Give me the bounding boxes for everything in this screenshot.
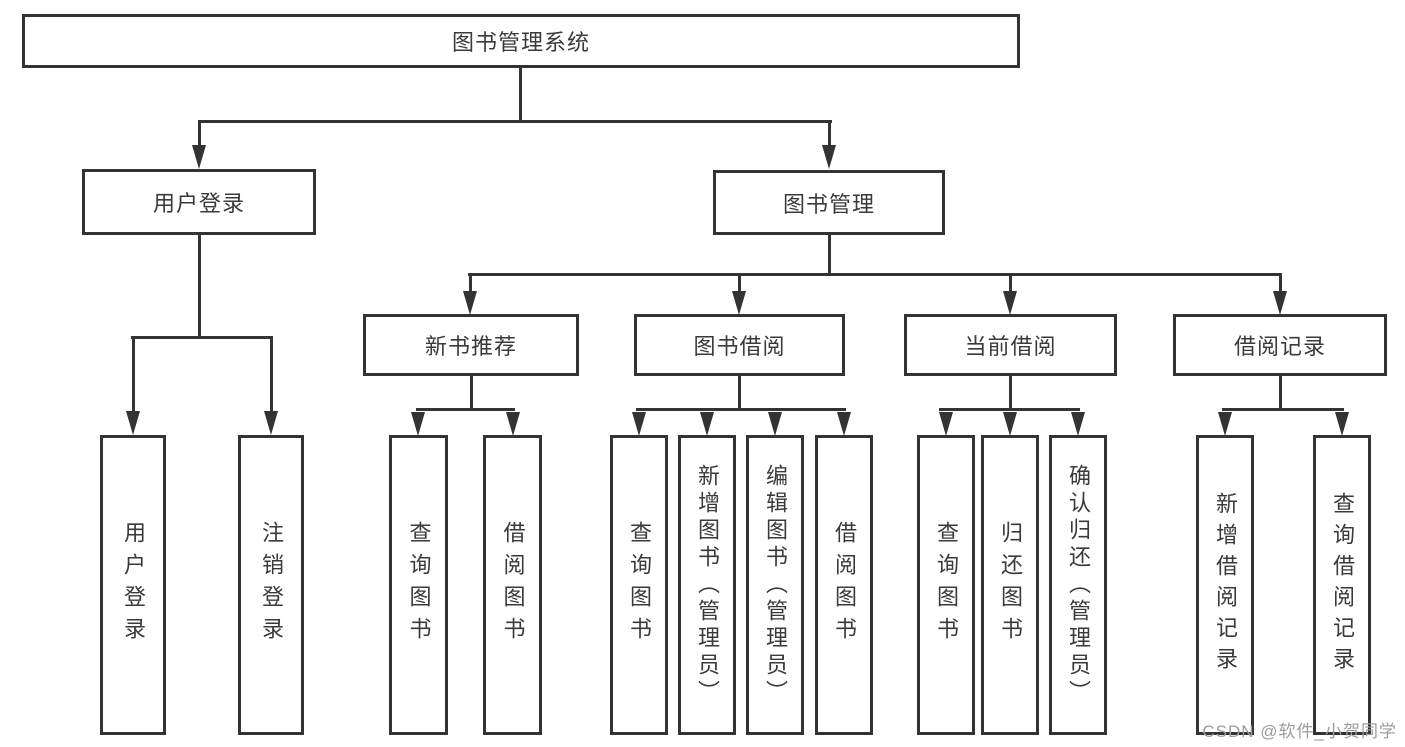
connector-line bbox=[1279, 273, 1282, 293]
connector-line bbox=[416, 408, 515, 411]
leaf-add-borrow-record: 新增借阅记录 bbox=[1196, 435, 1254, 735]
node-book-management-label: 图书管理 bbox=[782, 191, 875, 217]
connector-line bbox=[519, 68, 522, 120]
arrow-down-icon bbox=[506, 412, 520, 436]
arrow-down-icon bbox=[1273, 291, 1287, 315]
connector-line bbox=[198, 235, 201, 339]
arrow-down-icon bbox=[768, 412, 782, 436]
arrow-down-icon bbox=[700, 412, 714, 436]
leaf-add-book-admin-label: 新增图书（管理员） bbox=[695, 463, 720, 707]
connector-line bbox=[738, 273, 741, 293]
node-user-login-label: 用户登录 bbox=[152, 191, 245, 216]
arrow-down-icon bbox=[1071, 412, 1085, 436]
arrow-down-icon bbox=[1003, 291, 1017, 315]
arrow-down-icon bbox=[411, 412, 425, 436]
leaf-edit-book-admin-label: 编辑图书（管理员） bbox=[763, 463, 788, 707]
leaf-query-books-borrowing: 查询图书 bbox=[610, 435, 668, 735]
leaf-logout-label: 注销登录 bbox=[259, 521, 284, 649]
arrow-down-icon bbox=[1335, 412, 1349, 436]
arrow-down-icon bbox=[837, 412, 851, 436]
leaf-edit-book-admin: 编辑图书（管理员） bbox=[746, 435, 804, 735]
leaf-user-login: 用户登录 bbox=[100, 435, 166, 735]
leaf-logout: 注销登录 bbox=[238, 435, 304, 735]
leaf-borrow-books-recommend: 借阅图书 bbox=[483, 435, 542, 735]
connector-line bbox=[132, 336, 135, 414]
leaf-query-books-recommend: 查询图书 bbox=[389, 435, 448, 735]
leaf-add-book-admin: 新增图书（管理员） bbox=[678, 435, 736, 735]
leaf-confirm-return-admin-label: 确认归还（管理员） bbox=[1066, 463, 1091, 707]
node-borrow-records-label: 借阅记录 bbox=[1233, 334, 1326, 359]
node-borrow-records: 借阅记录 bbox=[1173, 314, 1387, 376]
arrow-down-icon bbox=[632, 412, 646, 436]
node-book-borrowing-label: 图书借阅 bbox=[693, 334, 786, 359]
connector-line bbox=[1009, 273, 1012, 293]
leaf-add-borrow-record-label: 新增借阅记录 bbox=[1213, 492, 1238, 678]
arrow-down-icon bbox=[1003, 412, 1017, 436]
connector-line bbox=[270, 336, 273, 414]
node-new-book-recommend: 新书推荐 bbox=[363, 314, 579, 376]
node-current-borrowing-label: 当前借阅 bbox=[964, 334, 1057, 359]
connector-line bbox=[939, 408, 1080, 411]
node-root: 图书管理系统 bbox=[22, 14, 1020, 68]
connector-line bbox=[468, 273, 1282, 276]
leaf-return-books-label: 归还图书 bbox=[998, 521, 1023, 649]
leaf-user-login-label: 用户登录 bbox=[121, 521, 146, 649]
arrow-down-icon bbox=[192, 145, 206, 169]
leaf-query-books-current: 查询图书 bbox=[917, 435, 975, 735]
leaf-query-borrow-record: 查询借阅记录 bbox=[1313, 435, 1371, 735]
node-book-management: 图书管理 bbox=[713, 170, 945, 235]
node-user-login: 用户登录 bbox=[82, 169, 316, 235]
node-book-borrowing: 图书借阅 bbox=[634, 314, 845, 376]
leaf-query-books-borrowing-label: 查询图书 bbox=[627, 521, 652, 649]
arrow-down-icon bbox=[463, 291, 477, 315]
leaf-borrow-books-recommend-label: 借阅图书 bbox=[500, 521, 526, 649]
connector-line bbox=[198, 120, 832, 123]
connector-line bbox=[1279, 376, 1282, 411]
arrow-down-icon bbox=[732, 291, 746, 315]
connector-line bbox=[636, 408, 846, 411]
leaf-query-books-recommend-label: 查询图书 bbox=[406, 521, 432, 649]
csdn-watermark: CSDN @软件_小贺同学 bbox=[1202, 722, 1397, 741]
node-current-borrowing: 当前借阅 bbox=[904, 314, 1117, 376]
node-root-label: 图书管理系统 bbox=[451, 30, 590, 55]
connector-line bbox=[828, 235, 831, 276]
connector-line bbox=[131, 336, 273, 339]
connector-line bbox=[469, 273, 472, 293]
connector-line bbox=[828, 120, 831, 147]
leaf-confirm-return-admin: 确认归还（管理员） bbox=[1049, 435, 1107, 735]
arrow-down-icon bbox=[939, 412, 953, 436]
connector-line bbox=[1222, 408, 1344, 411]
leaf-borrow-books-borrowing: 借阅图书 bbox=[815, 435, 873, 735]
node-new-book-recommend-label: 新书推荐 bbox=[424, 334, 517, 359]
leaf-return-books: 归还图书 bbox=[981, 435, 1039, 735]
leaf-borrow-books-borrowing-label: 借阅图书 bbox=[832, 521, 857, 649]
connector-line bbox=[198, 120, 201, 147]
connector-line bbox=[470, 376, 473, 411]
arrow-down-icon bbox=[1218, 412, 1232, 436]
leaf-query-borrow-record-label: 查询借阅记录 bbox=[1330, 492, 1355, 678]
connector-line bbox=[1009, 376, 1012, 411]
arrow-down-icon bbox=[126, 411, 140, 435]
arrow-down-icon bbox=[264, 411, 278, 435]
arrow-down-icon bbox=[822, 145, 836, 169]
connector-line bbox=[738, 376, 741, 411]
leaf-query-books-current-label: 查询图书 bbox=[934, 521, 959, 649]
